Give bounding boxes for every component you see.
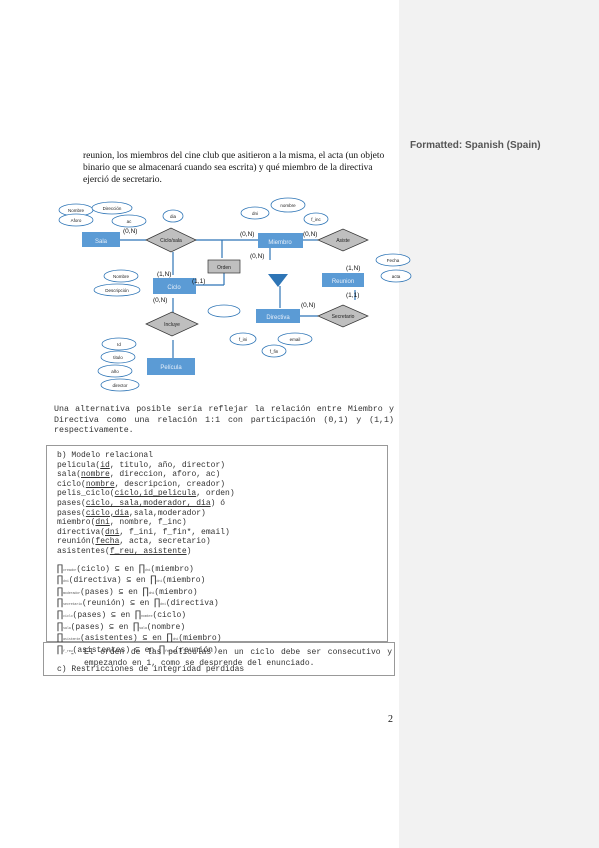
model-line: pases(ciclo, sala,moderador, dia) ó pase… — [57, 498, 226, 518]
entity-miembro-label: Miembro — [268, 240, 292, 246]
cardinality-label: (1,N) — [157, 271, 171, 278]
relation-incluye-label: Incluye — [164, 322, 180, 328]
attr-pelicula-ano: año — [111, 369, 119, 374]
attr-directiva-ffin: f_fin — [270, 349, 279, 354]
model-line: pelis_ciclo(ciclo,id_pelicula, orden) — [57, 489, 235, 499]
model-line: directiva(dni, f_ini, f_fin*, email) — [57, 527, 230, 537]
cardinality-label: (1,1) — [346, 292, 359, 299]
bullet-mark: - — [70, 650, 75, 659]
model-line: sala(nombre, direccion, aforo, ac) — [57, 470, 221, 480]
model-line: reunión(fecha, acta, secretario) — [57, 537, 211, 547]
relation-secretario — [317, 304, 369, 328]
entity-directiva — [256, 309, 300, 323]
constraint-line: ∏ciclo(pases) ⊆ en ∏nombre(ciclo) — [57, 609, 187, 621]
attr-sala-ac: ac — [127, 219, 133, 224]
attr-directiva-fini: f_ini — [239, 337, 247, 342]
attr-reunion-acta: acta — [392, 274, 401, 279]
constraint-line: ∏f_reu(asistentes) ⊆ en ∏fecha(reunión) — [57, 644, 218, 656]
relation-asiste-label: Asiste — [336, 238, 350, 244]
entity-sala-label: Sala — [95, 239, 108, 245]
entity-pelicula — [147, 358, 195, 375]
attr-sala-nombre: Nombre — [68, 208, 85, 213]
constraint-line: ∏secretario(reunión) ⊆ en ∏dni(directiva… — [57, 598, 219, 610]
orden-label: Orden — [217, 265, 231, 271]
model-line: ciclo(nombre, descripcion, creador) — [57, 479, 226, 489]
attr-pelicula-id: Id — [117, 342, 121, 347]
relation-secretario-label: Secretario — [332, 314, 355, 320]
intro-paragraph: reunion, los miembros del cine club que … — [83, 151, 385, 185]
attr-ciclo-descripcion: Descripción — [105, 288, 129, 293]
model-line: miembro(dni, nombre, f_inc) — [57, 518, 187, 528]
attr-reunion-fecha: Fecha — [387, 258, 400, 263]
comments-pane — [399, 0, 599, 848]
cardinality-label: (0,N) — [123, 228, 137, 235]
model-line: pelicula(id, titulo, año, director) — [57, 460, 226, 470]
model-line: asistentes(f_reu, asistente) — [57, 546, 192, 556]
entity-sala — [82, 232, 120, 247]
entity-reunion — [322, 273, 364, 287]
cardinality-label: (0,N) — [250, 253, 264, 260]
attr-sala-aforo: Aforo — [71, 218, 82, 223]
relation-incluye — [145, 311, 199, 337]
restrictions-box — [43, 642, 395, 676]
attr-miembro-nombre: nombre — [280, 203, 296, 208]
entity-miembro — [258, 233, 303, 248]
isa-triangle — [268, 274, 288, 287]
constraint-line: ∏dni(directiva) ⊆ en ∏dni(miembro) — [57, 575, 206, 587]
restrictions-heading: c) Restricciones de integridad perdidas — [57, 665, 245, 675]
attr-dia: dia — [170, 214, 177, 219]
cardinality-label: (0,N) — [153, 297, 167, 304]
entity-ciclo-label: Ciclo — [167, 285, 181, 291]
entity-directiva-label: Directiva — [266, 315, 290, 321]
cardinality-label: (0,N) — [303, 231, 317, 238]
constraint-line: ∏asistente(asistentes) ⊆ en ∏dni(miembro… — [57, 633, 222, 645]
attr-sala-direccion: Dirección — [103, 206, 122, 211]
relation-asiste — [317, 228, 369, 252]
page-number: 2 — [388, 714, 393, 725]
cardinality-label: (0,N) — [301, 302, 315, 309]
entity-reunion-label: Reunion — [332, 279, 354, 285]
constraint-line: ∏moderador(pases) ⊆ en ∏dni(miembro) — [57, 586, 198, 598]
entity-pelicula-label: Película — [160, 365, 182, 371]
attr-ciclo-nombre: Nombre — [113, 274, 130, 279]
attr-miembro-dni: dni — [252, 211, 258, 216]
cardinality-label: (1,1) — [192, 278, 205, 285]
model-heading: b) Modelo relacional — [57, 451, 154, 460]
comment-label: Formatted: Spanish (Spain) — [410, 140, 541, 151]
attr-pelicula-titulo: titulo — [113, 355, 123, 360]
constraint-line: ∏creador(ciclo) ⊆ en ∏dni(miembro) — [57, 563, 194, 575]
attr-miembro-finc: f_inc — [311, 217, 321, 222]
attr-pelicula-director: director — [112, 383, 128, 388]
attr-directiva-email: email — [290, 337, 301, 342]
cardinality-label: (1,N) — [346, 265, 360, 272]
model-box: b) Modelo relacional pelicula(id, titulo… — [46, 445, 388, 674]
relation-ciclo-sala-label: Ciclo/sala — [160, 238, 182, 244]
cardinality-label: (0,N) — [240, 231, 254, 238]
entity-ciclo — [153, 278, 196, 294]
orden-box — [207, 259, 241, 274]
relation-ciclo-sala — [145, 227, 197, 253]
constraint-line: ∏sala(pases) ⊆ en ∏sala(nombre) — [57, 621, 186, 633]
bullet-text: El orden de las películas en un ciclo de… — [84, 648, 392, 668]
alternative-paragraph: Una alternativa posible sería reflejar l… — [54, 405, 394, 435]
